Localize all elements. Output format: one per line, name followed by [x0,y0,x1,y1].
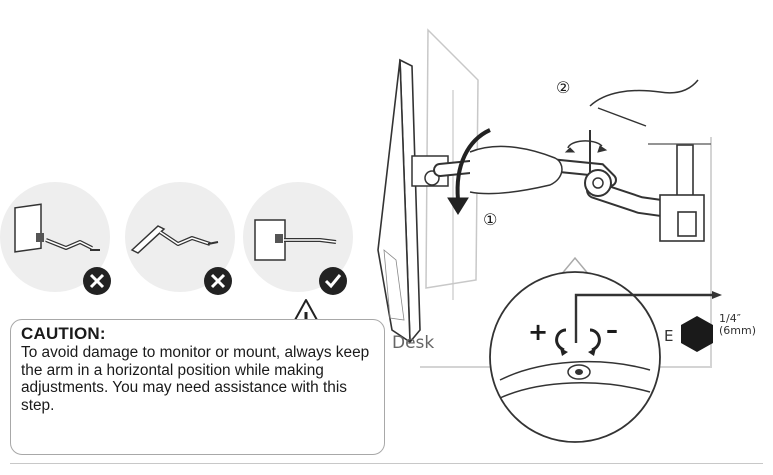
step-2-marker: ② [556,78,571,97]
tighten-plus-label: + [528,318,549,346]
hex-size-imperial: 1/4″ [719,312,741,325]
step-1-marker: ① [483,210,498,229]
check-icon [319,267,347,295]
bottom-divider [10,463,763,464]
desk-label: Desk [392,333,435,353]
orientation-example-3 [243,182,353,292]
caution-title: CAUTION: [21,324,106,343]
hex-size-metric: (6mm) [719,324,757,337]
loosen-minus-label: – [606,316,618,344]
x-icon [204,267,232,295]
hex-size-label: 1/4″ (6mm) [719,313,756,337]
x-icon [83,267,111,295]
orientation-example-1 [0,182,110,292]
hex-key-size-icon [681,316,713,352]
hex-key-detail [489,256,722,443]
orientation-example-2 [125,182,235,292]
tool-letter-label: E [664,327,674,345]
caution-body: To avoid damage to monitor or mount, alw… [21,344,370,414]
caution-box: CAUTION: To avoid damage to monitor or m… [10,319,385,455]
